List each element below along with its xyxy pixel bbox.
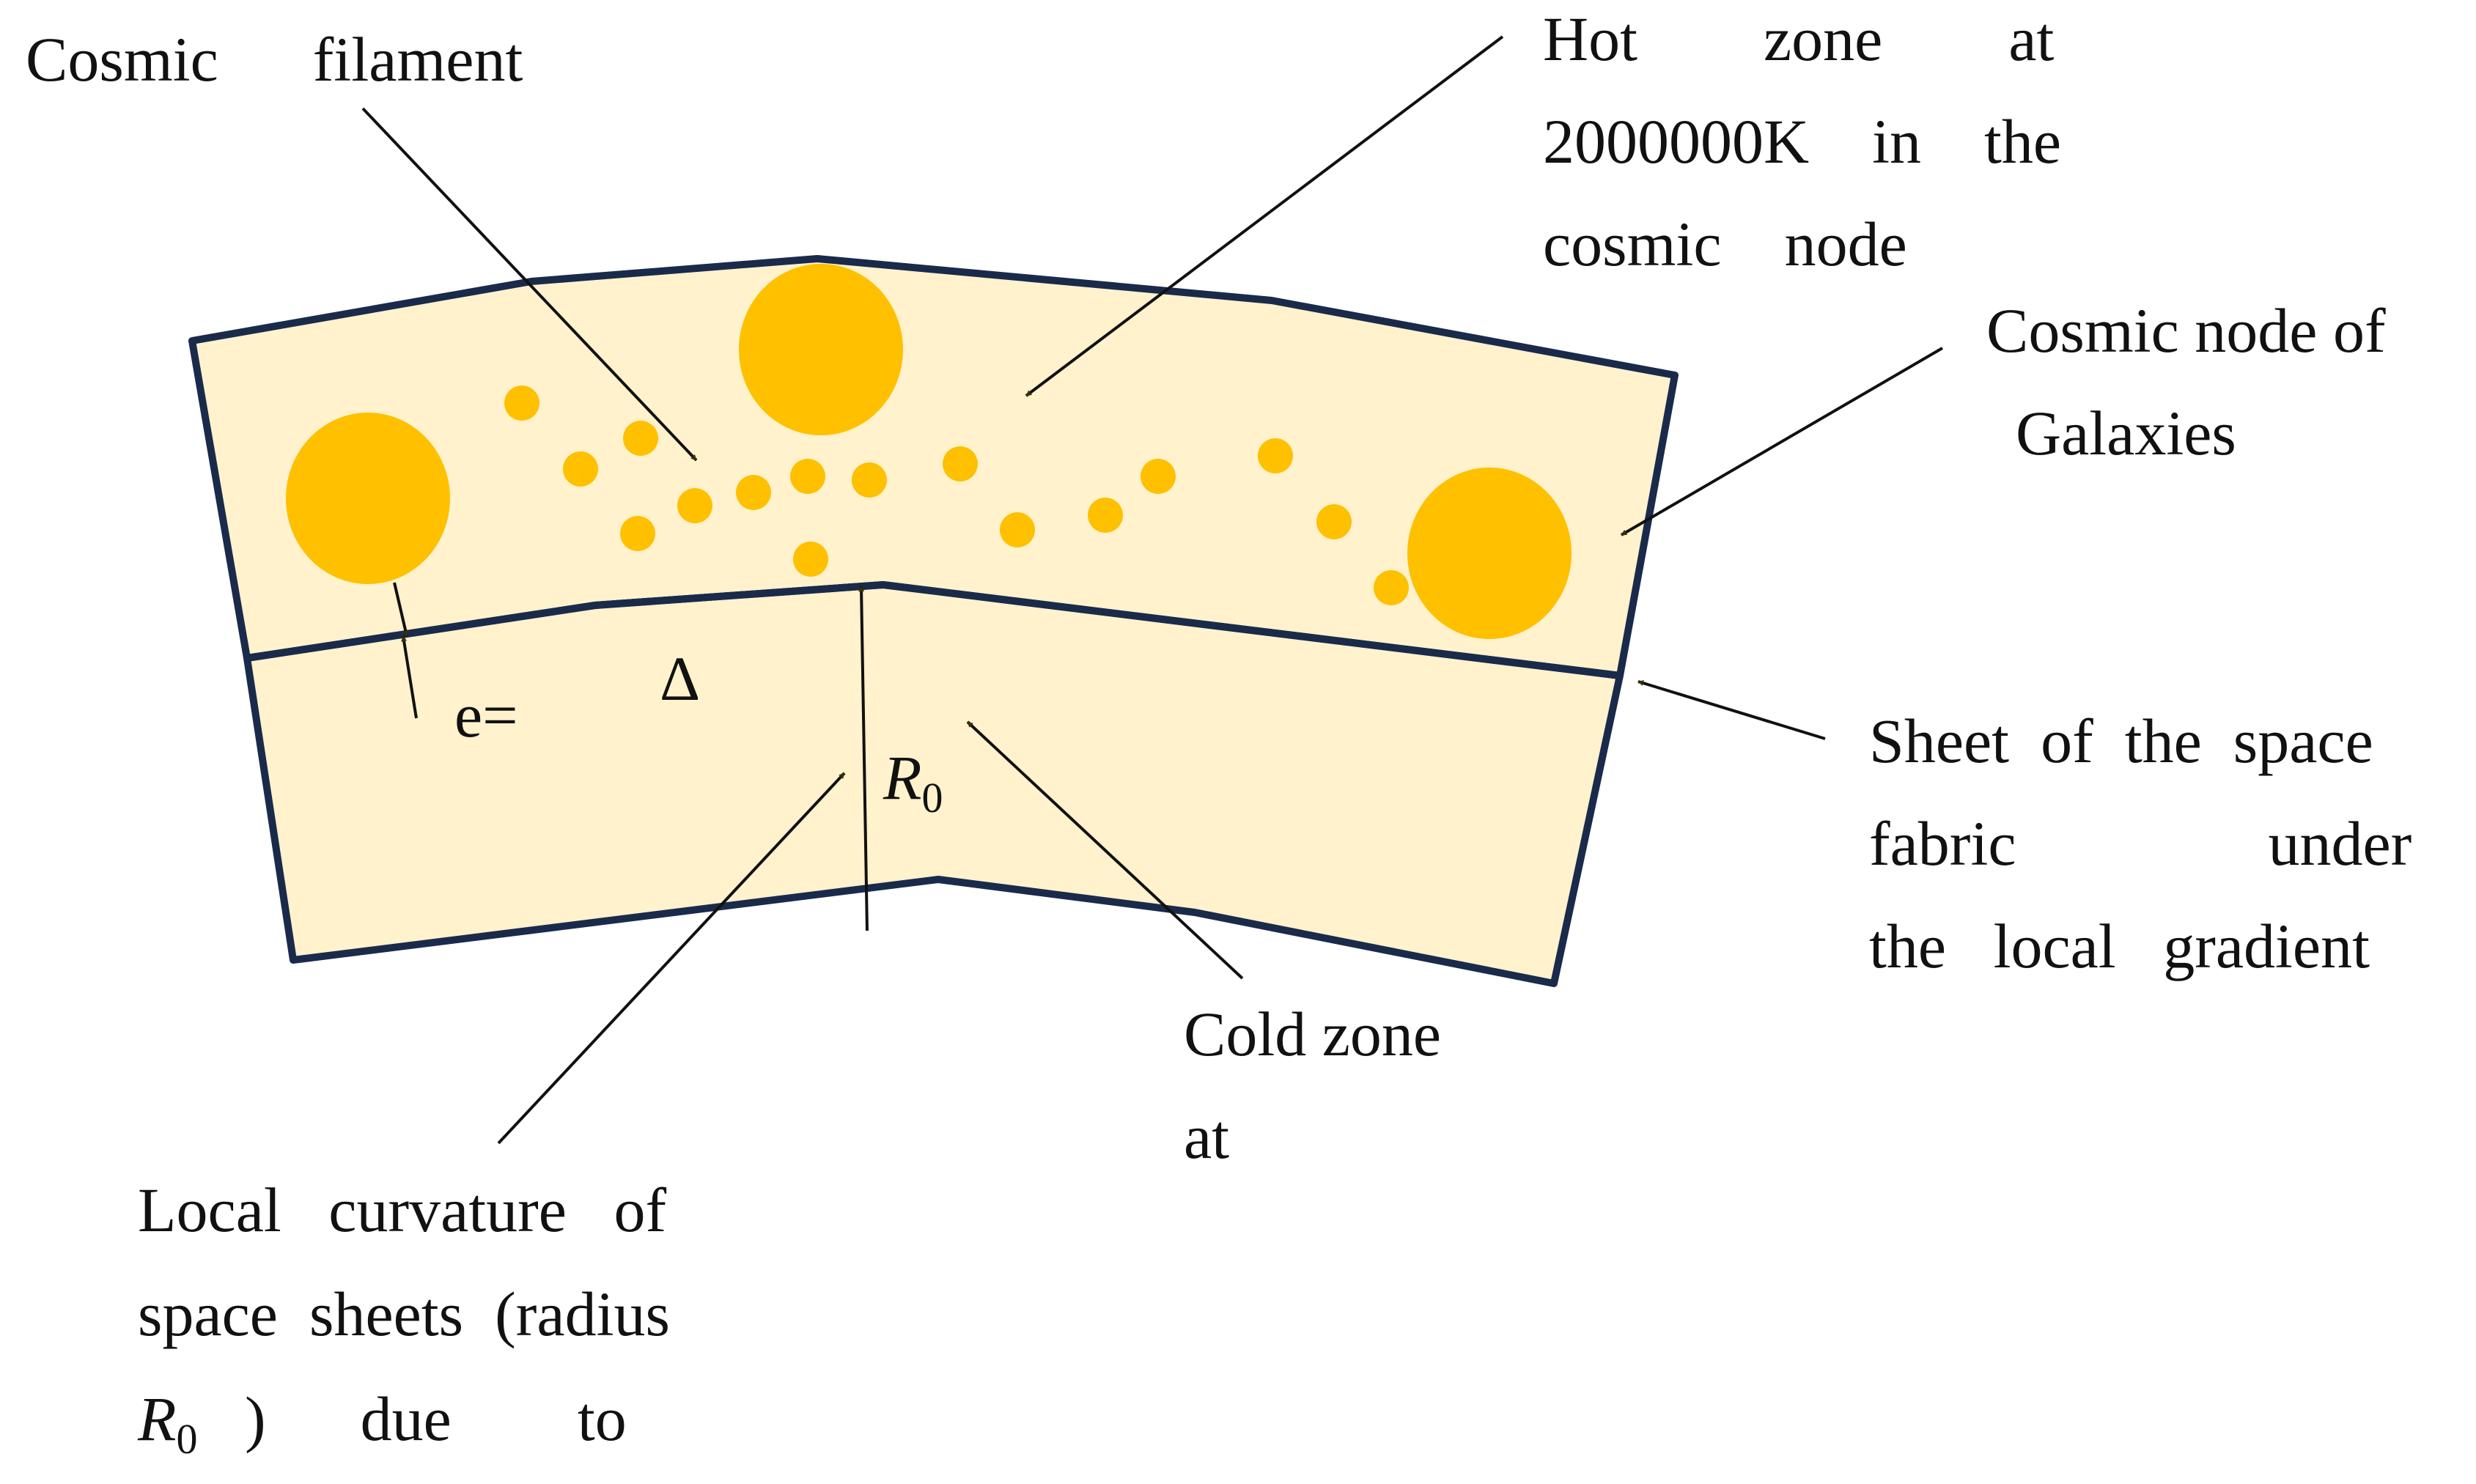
radius-label: R0: [883, 742, 943, 822]
galaxy-node-right: [1407, 468, 1572, 639]
galaxy-dot: [1141, 459, 1176, 494]
curvature-arrow: [497, 772, 846, 1145]
galaxy-dot: [1000, 512, 1035, 547]
curvature-radius-symbol: R: [137, 1384, 177, 1454]
curvature-label-rest: ) due to: [198, 1384, 627, 1454]
galaxy-dot: [943, 446, 978, 481]
cosmic-node-label-line1: Cosmic node of: [1986, 295, 2386, 366]
thickness-label: e=: [454, 680, 518, 750]
cold-zone-arrow: [966, 720, 1244, 980]
sheet-label-line3: the local gradient: [1869, 911, 2370, 981]
diagram-labels: Cosmic filament Hot zone at 2000000K in …: [26, 4, 2411, 1463]
galaxy-node-center: [739, 264, 903, 435]
galaxy-dot: [620, 516, 655, 551]
galaxy-dot: [793, 542, 828, 577]
cold-zone-label-line2: at: [1184, 1101, 1229, 1172]
radius-arrow: [858, 586, 869, 931]
sheet-arrow: [1637, 680, 1826, 740]
galaxy-dot: [1374, 570, 1409, 605]
thickness-arrow-top: [393, 582, 409, 637]
thickness-arrow-bottom: [401, 635, 418, 719]
galaxy-dot: [1088, 498, 1123, 533]
cosmic-node-arrow: [1620, 347, 1944, 536]
delta-symbol: Δ: [660, 643, 700, 714]
galaxy-dot: [1316, 504, 1352, 539]
radius-subscript: 0: [922, 774, 943, 822]
sheet-label-line2: fabric under: [1869, 808, 2411, 879]
annotation-arrows: [361, 35, 1944, 1145]
curvature-label-line1: Local curvature of: [138, 1175, 666, 1245]
galaxy-dot: [504, 385, 539, 421]
filament-arrow: [361, 107, 698, 462]
hot-zone-arrow: [1025, 35, 1504, 397]
galaxy-dot: [677, 488, 712, 523]
curvature-label-line2: space sheets (radius: [138, 1279, 670, 1349]
cold-zone-label-line1: Cold zone: [1184, 999, 1441, 1069]
curvature-label-line3: R0 ) due to: [137, 1384, 627, 1463]
filament-galaxies: [504, 385, 1409, 605]
galaxy-dot: [736, 475, 771, 510]
radius-symbol: R: [883, 742, 922, 813]
galaxy-dot: [852, 462, 887, 498]
hot-zone-label-line3: cosmic node: [1543, 209, 1907, 279]
galaxy-dot: [790, 459, 825, 494]
sheet-label-line1: Sheet of the space: [1869, 706, 2373, 776]
galaxy-dot: [1258, 438, 1293, 473]
galaxy-dot: [563, 451, 598, 487]
cosmic-node-label-line2: Galaxies: [2016, 398, 2236, 468]
galaxy-dot: [623, 421, 658, 456]
galaxy-node-left: [286, 413, 450, 584]
hot-zone-label-line2: 2000000K in the: [1543, 106, 2061, 177]
cosmic-filament-label: Cosmic filament: [26, 24, 523, 95]
sheet-boundary-line: [246, 580, 1621, 679]
hot-zone-label-line1: Hot zone at: [1543, 4, 2055, 74]
curvature-radius-subscript: 0: [177, 1415, 198, 1463]
